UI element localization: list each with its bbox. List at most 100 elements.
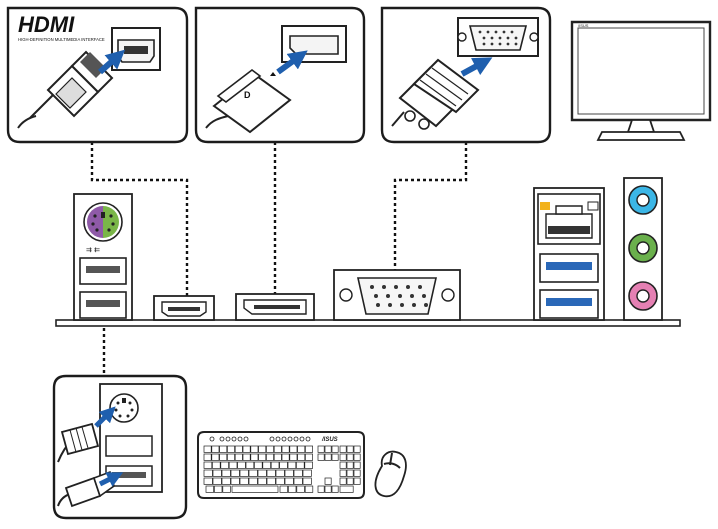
- keyboard-key: [242, 445, 251, 453]
- vga-port-icon: [457, 17, 539, 57]
- keyboard-key: [203, 461, 213, 469]
- keyboard-key: [250, 445, 259, 453]
- keyboard-key: [287, 461, 297, 469]
- keyboard-key: [221, 477, 231, 485]
- keyboard-key: [339, 469, 347, 477]
- keyboard-icon: /ISUS: [197, 431, 365, 499]
- keyboard-key: [257, 477, 267, 485]
- keyboard-key: [237, 461, 246, 469]
- keyboard-key: [234, 453, 243, 461]
- ps2-usb2-stack: ⇉ ⇇: [73, 193, 133, 321]
- usb-insert-arrow: [98, 472, 124, 487]
- keyboard-key: [203, 477, 213, 485]
- keyboard-key: [203, 445, 212, 453]
- keyboard-key: [203, 453, 212, 461]
- keyboard-key: [317, 453, 325, 461]
- keyboard-key: [346, 469, 354, 477]
- ps2-plug-icon: [57, 422, 100, 463]
- keyboard-key: [302, 477, 312, 485]
- keyboard-key: [324, 453, 332, 461]
- keyboard-key: [331, 453, 339, 461]
- keyboard-key: [245, 461, 255, 469]
- monitor-brand-label: /ISUS: [578, 23, 589, 28]
- keyboard-key: [230, 469, 240, 477]
- keyboard-key: [346, 461, 354, 469]
- keyboard-key: [317, 445, 325, 453]
- keyboard-key: [353, 453, 361, 461]
- keyboard-key: [279, 485, 288, 493]
- displayport-callout-panel: D: [194, 6, 366, 144]
- lan-led-activity: [540, 202, 550, 210]
- keyboard-key: [339, 485, 354, 493]
- keyboard-key: [317, 485, 325, 493]
- keyboard-key: [296, 485, 305, 493]
- keyboard-key: [270, 461, 280, 469]
- keyboard-key: [331, 445, 339, 453]
- keyboard-key: [258, 445, 267, 453]
- displayport-port: [235, 293, 315, 321]
- ps2-insert-arrow: [94, 406, 116, 428]
- keyboard-key: [222, 485, 231, 493]
- keyboard-key: [288, 485, 297, 493]
- keyboard-key: [324, 445, 332, 453]
- keyboard-key: [250, 453, 259, 461]
- vga-port: [333, 269, 461, 321]
- lan-usb3-stack: [533, 187, 605, 321]
- hdmi-plug-icon: [17, 50, 114, 129]
- keyboard-key: [324, 485, 332, 493]
- mouse-icon: [374, 450, 407, 498]
- keyboard-key: [205, 485, 214, 493]
- keyboard-key: [297, 445, 306, 453]
- displayport-plug-icon: D: [205, 68, 292, 134]
- hdmi-callout-panel: HDMI HIGH-DEFINITION MULTIMEDIA INTERFAC…: [6, 6, 189, 144]
- dp-logo-icon: D: [244, 90, 251, 100]
- vga-callout-panel: [380, 6, 552, 144]
- keyboard-key: [211, 453, 220, 461]
- hdmi-port: [153, 295, 215, 321]
- keyboard-keys: [203, 445, 361, 493]
- keyboard-key: [304, 461, 313, 469]
- keyboard-key: [230, 477, 240, 485]
- keyboard-key: [275, 477, 285, 485]
- rear-io-panel: ⇉ ⇇: [55, 177, 681, 327]
- keyboard-key: [212, 461, 221, 469]
- displayport-insert-arrow: [276, 50, 308, 75]
- keyboard-key: [266, 477, 276, 485]
- vga-plug-icon: [391, 58, 480, 130]
- keyboard-key: [353, 445, 361, 453]
- keyboard-key: [248, 477, 258, 485]
- usb-port-icon-top: [105, 435, 153, 457]
- hdmi-logo-tagline: HIGH-DEFINITION MULTIMEDIA INTERFACE: [18, 37, 105, 42]
- keyboard-key: [305, 445, 313, 453]
- keyboard-key: [339, 445, 347, 453]
- audio-jack-stack: [623, 177, 663, 321]
- keyboard-key: [275, 469, 285, 477]
- keyboard-key: [219, 445, 228, 453]
- keyboard-key: [273, 445, 282, 453]
- keyboard-key: [231, 485, 279, 493]
- keyboard-key: [257, 469, 267, 477]
- keyboard-key: [353, 461, 361, 469]
- keyboard-key: [228, 461, 238, 469]
- keyboard-key: [281, 453, 290, 461]
- keyboard-key: [353, 469, 361, 477]
- keyboard-key: [284, 477, 294, 485]
- keyboard-key: [227, 453, 235, 461]
- monitor-icon: /ISUS: [570, 20, 712, 141]
- keyboard-key: [214, 485, 223, 493]
- keyboard-key: [234, 445, 243, 453]
- keyboard-key: [293, 469, 303, 477]
- keyboard-key: [297, 453, 306, 461]
- keyboard-key: [239, 477, 249, 485]
- keyboard-key: [284, 469, 294, 477]
- keyboard-key: [296, 461, 305, 469]
- keyboard-key: [273, 453, 282, 461]
- keyboard-key: [339, 453, 347, 461]
- keyboard-key: [254, 461, 263, 469]
- keyboard-key: [346, 453, 354, 461]
- keyboard-key: [242, 453, 251, 461]
- keyboard-key: [239, 469, 249, 477]
- keyboard-key: [227, 445, 235, 453]
- keyboard-key: [266, 453, 274, 461]
